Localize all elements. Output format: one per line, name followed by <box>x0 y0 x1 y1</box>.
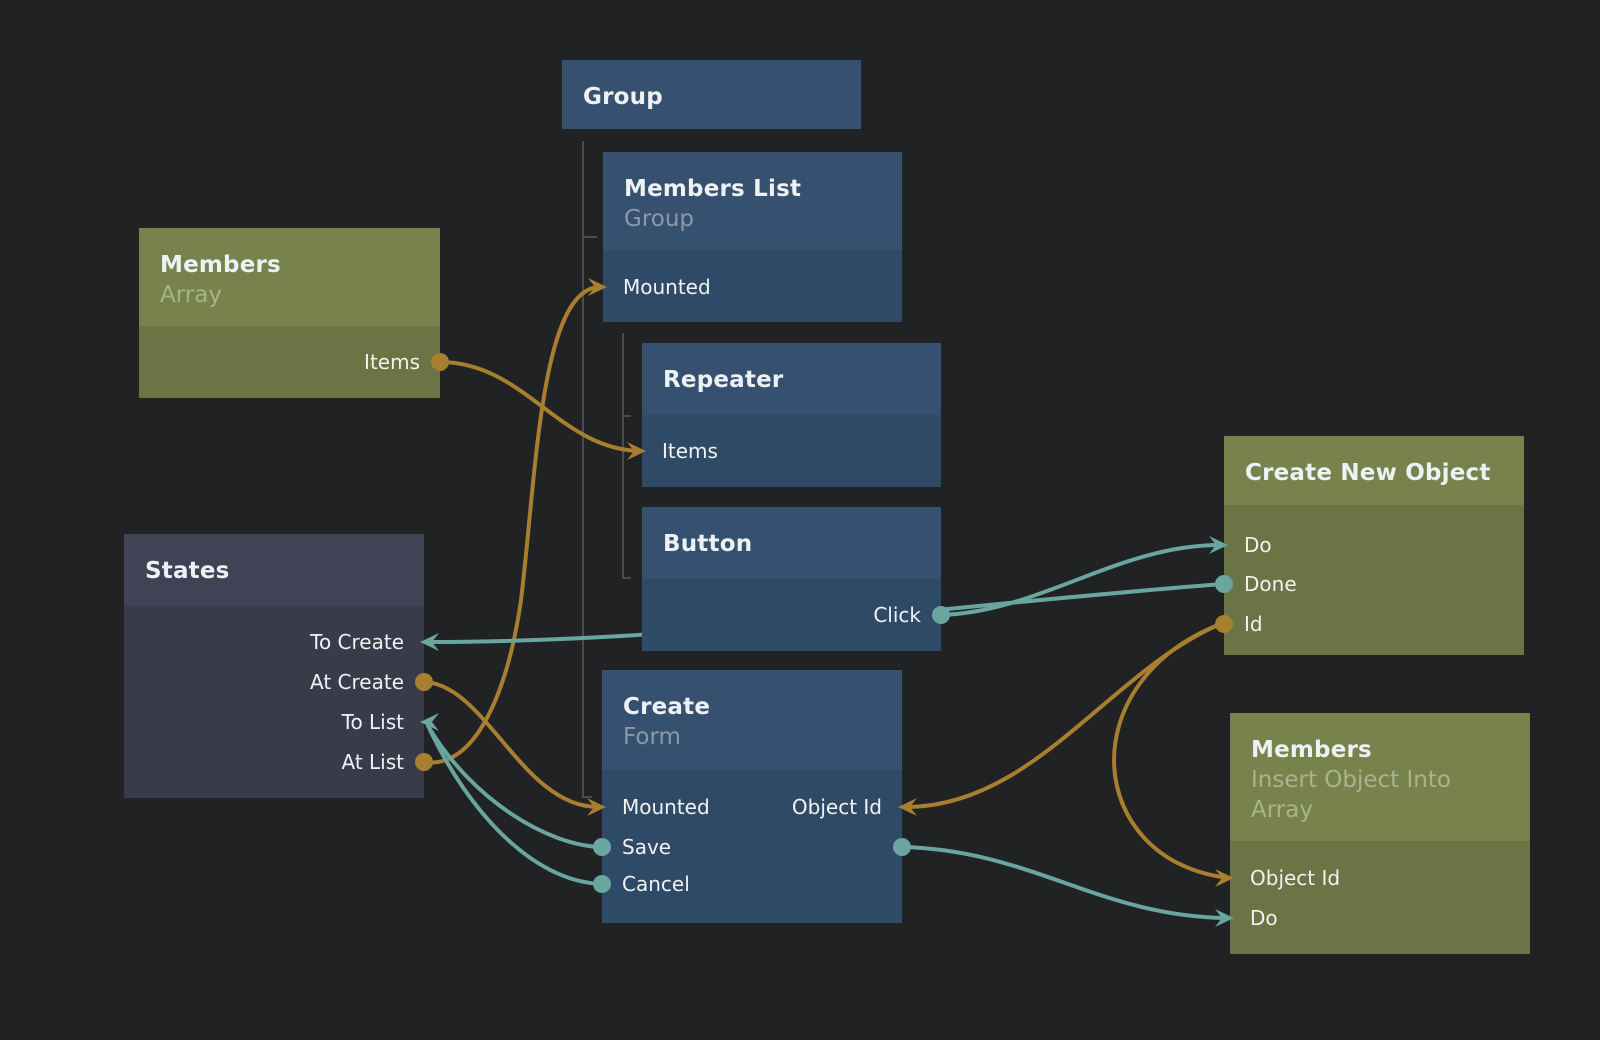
create-port-save-label[interactable]: Save <box>622 835 672 859</box>
create-new-object-header[interactable]: Create New Object <box>1224 436 1524 505</box>
members-list-ports-section <box>603 250 902 322</box>
repeater-ports-section <box>642 415 941 487</box>
wire-button.click-to-create-new-object.do[interactable] <box>939 543 1222 617</box>
create-port-mounted-label[interactable]: Mounted <box>622 795 710 819</box>
repeater-port-items-label[interactable]: Items <box>662 439 718 463</box>
create-subtitle: Form <box>623 724 681 750</box>
members-list-subtitle: Group <box>624 206 695 232</box>
wire-create.cancel-to-states.to-list[interactable] <box>428 728 604 886</box>
members-insert-port-do-label[interactable]: Do <box>1250 906 1278 930</box>
create-new-object-port-id-label[interactable]: Id <box>1244 612 1263 636</box>
members-list-port-mounted-arrowhead-icon[interactable] <box>588 278 607 296</box>
members-insert-port-object-id-label[interactable]: Object Id <box>1250 866 1341 890</box>
members-list-title: Members List <box>624 176 802 202</box>
node-states[interactable]: States To Create At Create To List At List <box>124 534 424 798</box>
create-port-save-out-dot-icon[interactable] <box>893 838 911 856</box>
states-title: States <box>145 558 230 584</box>
states-port-to-create-arrowhead-icon[interactable] <box>420 633 439 651</box>
members-array-ports-section <box>139 326 440 398</box>
members-array-title: Members <box>160 252 281 278</box>
group-children-spine-tree-line <box>582 141 592 798</box>
create-ports-section <box>602 770 902 923</box>
states-port-at-list-label[interactable]: At List <box>341 750 405 774</box>
create-new-object-title: Create New Object <box>1245 460 1491 486</box>
group-header[interactable]: Group <box>562 60 861 129</box>
members-array-subtitle: Array <box>160 282 222 308</box>
button-header[interactable]: Button <box>642 507 941 579</box>
create-port-mounted-arrowhead-icon[interactable] <box>587 798 606 816</box>
states-port-to-list-label[interactable]: To List <box>341 710 404 734</box>
members-list-port-mounted-label[interactable]: Mounted <box>623 275 711 299</box>
members-list-children-spine-tree-line <box>622 333 631 579</box>
members-array-port-items-dot-icon[interactable] <box>431 353 449 371</box>
members-insert-port-object-id-arrowhead-icon[interactable] <box>1215 869 1234 887</box>
create-new-object-port-id-dot-icon[interactable] <box>1215 615 1233 633</box>
states-port-at-list-dot-icon[interactable] <box>415 753 433 771</box>
button-port-click-label[interactable]: Click <box>873 603 921 627</box>
button-port-click-dot-icon[interactable] <box>932 606 950 624</box>
create-new-object-port-done-label[interactable]: Done <box>1244 572 1297 596</box>
repeater-header[interactable]: Repeater <box>642 343 941 415</box>
wire-create.save-out-to-members-insert.do[interactable] <box>900 845 1228 920</box>
wire-create-new-object.id-to-members-insert.object-id[interactable] <box>1112 621 1231 880</box>
members-insert-title: Members <box>1251 737 1372 763</box>
create-port-object-id-label[interactable]: Object Id <box>791 795 882 819</box>
wire-states.at-create-to-create.mounted[interactable] <box>422 680 600 809</box>
members-insert-subtitle: Insert Object Into Array <box>1251 767 1451 823</box>
states-ports-section <box>124 606 424 798</box>
create-new-object-port-done-dot-icon[interactable] <box>1215 575 1233 593</box>
states-port-to-create-label[interactable]: To Create <box>310 630 404 654</box>
members-insert-ports-section <box>1230 841 1530 954</box>
states-port-at-create-dot-icon[interactable] <box>415 673 433 691</box>
group-title: Group <box>583 84 663 110</box>
members-array-port-items-label[interactable]: Items <box>364 350 420 374</box>
repeater-port-items-arrowhead-icon[interactable] <box>627 442 646 460</box>
create-port-cancel-dot-icon[interactable] <box>593 875 611 893</box>
create-title: Create <box>623 694 711 720</box>
create-new-object-port-do-label[interactable]: Do <box>1244 533 1272 557</box>
repeater-title: Repeater <box>663 367 784 393</box>
create-port-object-id-arrowhead-icon[interactable] <box>898 798 917 816</box>
create-port-cancel-label[interactable]: Cancel <box>622 872 690 896</box>
node-group[interactable]: Group <box>562 60 861 129</box>
members-insert-port-do-arrowhead-icon[interactable] <box>1215 909 1234 927</box>
create-port-save-dot-icon[interactable] <box>593 838 611 856</box>
create-new-object-port-do-arrowhead-icon[interactable] <box>1209 536 1228 554</box>
states-port-at-create-label[interactable]: At Create <box>310 670 404 694</box>
button-title: Button <box>663 531 753 557</box>
states-port-to-list-arrowhead-icon[interactable] <box>420 713 439 731</box>
wire-create.save-to-states.to-list[interactable] <box>426 724 604 849</box>
wire-states.at-list-to-members-list.mounted[interactable] <box>422 285 602 765</box>
create-new-object-ports-section <box>1224 505 1524 655</box>
button-ports-section <box>642 579 941 651</box>
states-header[interactable]: States <box>124 534 424 606</box>
